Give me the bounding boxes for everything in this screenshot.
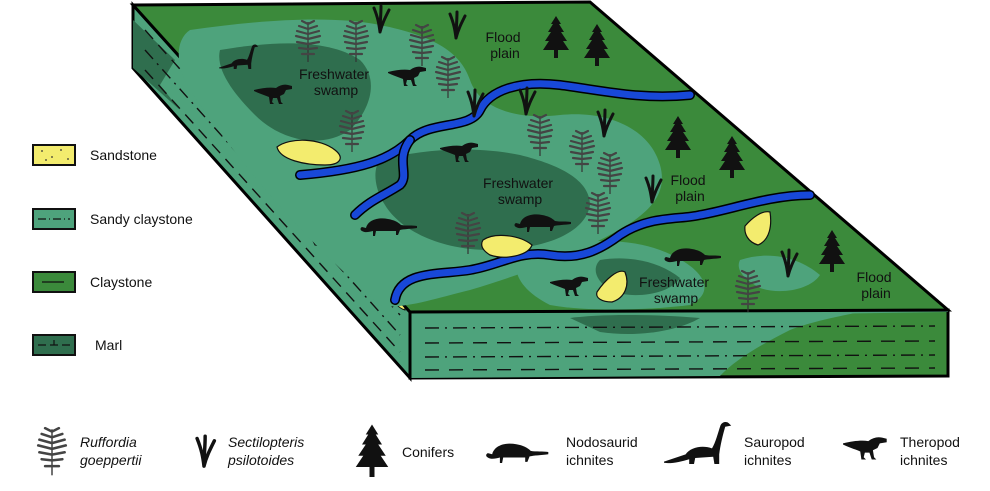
swamp-label-3: Freshwater swamp	[639, 274, 713, 306]
legend-marl: Marl	[32, 334, 122, 356]
legend-claystone: Claystone	[32, 271, 152, 293]
legend-nodosaurid: Nodosaurid ichnites	[486, 434, 642, 468]
sectilopteris-icon	[195, 434, 217, 468]
legend-theropod: Theropod ichnites	[843, 434, 964, 468]
block-top-surface	[129, 0, 953, 314]
symbol-legend: Ruffordia goeppertii Sectilopteris psilo…	[36, 421, 964, 477]
conifer-icon	[355, 424, 389, 477]
sandstone-swatch	[32, 144, 76, 166]
swamp-label-2: Freshwater swamp	[483, 175, 557, 207]
lithology-legend: Sandstone Sandy claystone Claystone Marl	[32, 144, 193, 356]
legend-label-marl: Marl	[95, 337, 122, 353]
flood-plain-label-3: Flood plain	[857, 269, 896, 301]
theropod-icon	[843, 437, 887, 460]
legend-ruffordia: Ruffordia goeppertii	[36, 426, 142, 477]
legend-sandy-claystone: Sandy claystone	[32, 208, 193, 230]
legend-conifers: Conifers	[355, 424, 454, 477]
legend-label-sectilopteris: Sectilopteris psilotoides	[227, 434, 308, 468]
flood-plain-label-2: Flood plain	[671, 172, 710, 204]
legend-label-conifers: Conifers	[402, 444, 454, 460]
flood-plain-label-1: Flood plain	[486, 29, 525, 61]
legend-label-theropod: Theropod ichnites	[900, 434, 964, 468]
legend-label-ruffordia: Ruffordia goeppertii	[80, 434, 142, 468]
swamp-label-1: Freshwater swamp	[299, 66, 373, 98]
legend-label-sandstone: Sandstone	[90, 147, 157, 163]
map-labels: Flood plain Flood plain Flood plain Fres…	[299, 29, 896, 306]
fern-icon	[36, 426, 68, 477]
legend-label-sauropod: Sauropod ichnites	[744, 434, 809, 468]
sauropod-icon	[664, 421, 732, 464]
legend-label-nodosaurid: Nodosaurid ichnites	[566, 434, 642, 468]
legend-sectilopteris: Sectilopteris psilotoides	[195, 434, 308, 468]
legend-label-claystone: Claystone	[90, 274, 152, 290]
block-front-face	[408, 308, 950, 380]
legend-sauropod: Sauropod ichnites	[664, 421, 809, 468]
nodosaurid-icon	[486, 443, 549, 463]
legend-sandstone: Sandstone	[32, 144, 157, 166]
legend-label-sandy-claystone: Sandy claystone	[90, 211, 193, 227]
